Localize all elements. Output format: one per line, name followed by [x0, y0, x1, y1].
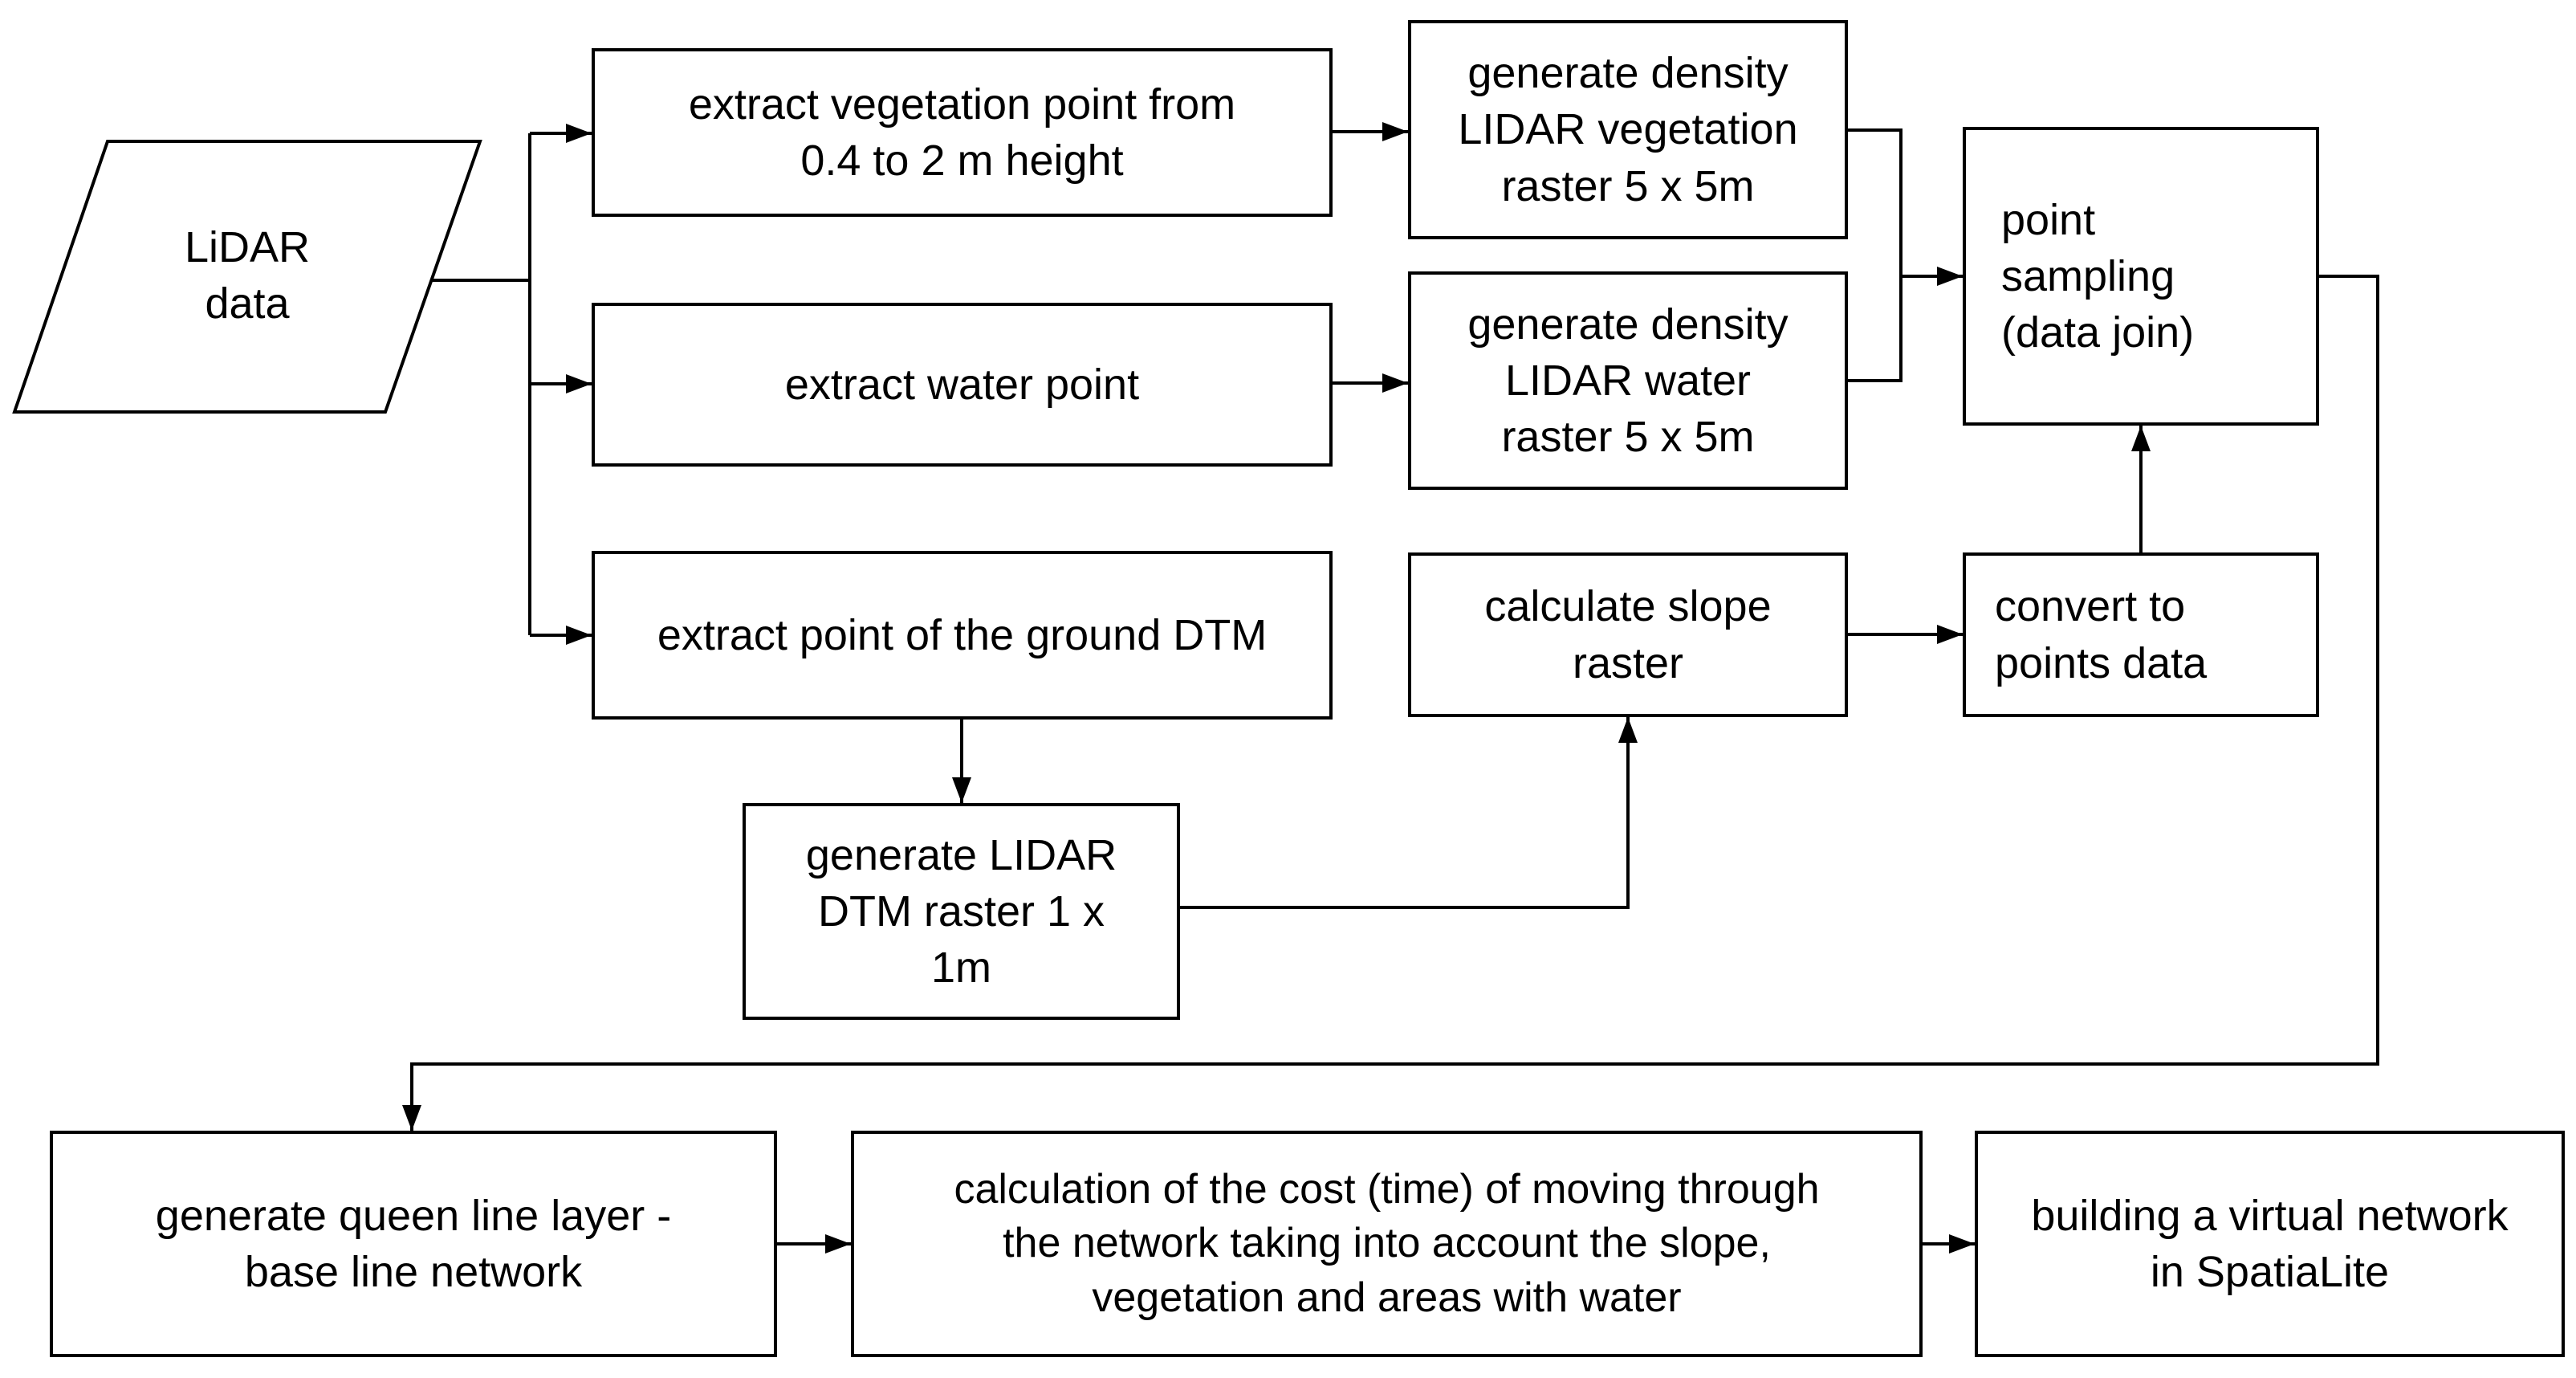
node-cost-calculation: calculation of the cost (time) of moving… [851, 1131, 1923, 1357]
node-convert-to-points: convert to points data [1963, 552, 2319, 717]
node-density-vegetation-raster: generate density LIDAR vegetation raster… [1408, 20, 1848, 239]
node-extract-vegetation: extract vegetation point from 0.4 to 2 m… [592, 48, 1333, 217]
node-calculate-slope-raster: calculate slope raster [1408, 552, 1848, 717]
edge-density-water-elbow [1848, 275, 1902, 382]
node-density-water-raster: generate density LIDAR water raster 5 x … [1408, 271, 1848, 490]
edge-dtm-raster-to-slope [1180, 717, 1638, 909]
edge-density-veg-elbow [1848, 128, 1902, 278]
edge-point-sampling-to-queen [402, 275, 2379, 1131]
lidar-data-shape [12, 140, 482, 414]
node-queen-line-layer: generate queen line layer - base line ne… [50, 1131, 777, 1357]
node-virtual-network-spatialite: building a virtual network in SpatiaLite [1975, 1131, 2565, 1357]
node-lidar-data-label: LiDAR data [184, 222, 311, 328]
node-point-sampling: point sampling (data join) [1963, 127, 2319, 426]
node-extract-water: extract water point [592, 303, 1333, 467]
node-extract-ground-dtm: extract point of the ground DTM [592, 551, 1333, 720]
node-dtm-raster: generate LIDAR DTM raster 1 x 1m [743, 803, 1180, 1020]
